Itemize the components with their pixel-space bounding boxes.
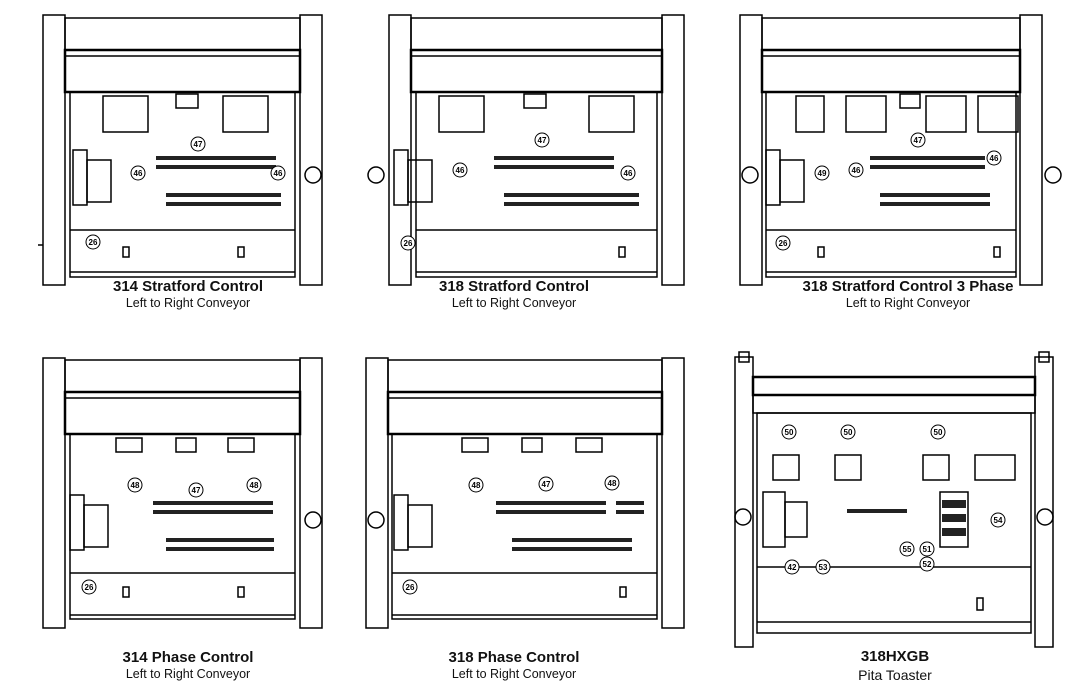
callout-label: 46 (274, 169, 283, 178)
callout-label: 47 (194, 140, 203, 149)
callout-label: 26 (404, 239, 413, 248)
panel-title: 314 Stratford Control (112, 278, 263, 295)
panel-title: 314 Phase Control (122, 649, 254, 666)
callout-label: 48 (131, 481, 140, 490)
callout-label: 49 (818, 169, 827, 178)
callout-label: 53 (819, 563, 828, 572)
callout-label: 46 (624, 169, 633, 178)
panel-subtitle: Left to Right Conveyor (451, 296, 577, 310)
callout-label: 46 (852, 166, 861, 175)
control-box-drawing: 50 50 50 54 42 53 55 51 52 (734, 351, 1054, 648)
panel-subtitle: Left to Right Conveyor (125, 296, 251, 310)
callout-label: 48 (472, 481, 481, 490)
panel-subtitle: Left to Right Conveyor (845, 296, 971, 310)
control-box-drawing: 46 47 46 26 (38, 14, 323, 286)
callout-label: 46 (134, 169, 143, 178)
panel-title: 318 Phase Control (448, 649, 580, 666)
callout-label: 55 (903, 545, 912, 554)
callout-label: 47 (538, 136, 547, 145)
panel-title: 318 Stratford Control 3 Phase (802, 278, 1014, 295)
panel-subtitle: Left to Right Conveyor (451, 667, 577, 681)
panel-318-stratford: 46 47 46 26 318 Stratford Control Left t… (367, 10, 685, 310)
callout-label: 48 (250, 481, 259, 490)
callout-label: 51 (923, 545, 932, 554)
control-box-drawing: 49 46 47 46 26 (739, 14, 1062, 286)
callout-label: 48 (608, 479, 617, 488)
callout-label: 54 (994, 516, 1003, 525)
panel-314-phase: 48 47 48 26 314 Phase Control Left to Ri… (38, 355, 338, 681)
panel-318-phase: 48 47 48 26 318 Phase Control Left to Ri… (365, 355, 685, 681)
callout-label: 47 (192, 486, 201, 495)
panel-title: 318 Stratford Control (438, 278, 589, 295)
panel-314-stratford: 46 47 46 26 314 Stratford Control Left t… (38, 10, 338, 310)
callout-label: 50 (785, 428, 794, 437)
callout-label: 46 (990, 154, 999, 163)
callout-label: 50 (934, 428, 943, 437)
panel-318-stratford-3-phase: 49 46 47 46 26 318 Stratford Control 3 P… (738, 10, 1062, 310)
panel-subtitle: Left to Right Conveyor (125, 667, 251, 681)
control-box-drawing: 48 47 48 26 (42, 357, 323, 629)
callout-label: 47 (914, 136, 923, 145)
callout-label: 47 (542, 480, 551, 489)
callout-label: 42 (788, 563, 797, 572)
callout-label: 26 (89, 238, 98, 247)
callout-label: 26 (85, 583, 94, 592)
callout-label: 26 (406, 583, 415, 592)
callout-label: 50 (844, 428, 853, 437)
control-box-drawing: 48 47 48 26 (365, 357, 685, 629)
control-box-drawing: 46 47 46 26 (367, 14, 685, 286)
callout-label: 52 (923, 560, 932, 569)
callout-label: 46 (456, 166, 465, 175)
panel-subtitle: Pita Toaster (858, 667, 932, 683)
panel-title: 318HXGB (860, 648, 930, 665)
callout-label: 26 (779, 239, 788, 248)
panel-318hxgb: 50 50 50 54 42 53 55 51 52 318HXGB Pita … (734, 351, 1054, 683)
